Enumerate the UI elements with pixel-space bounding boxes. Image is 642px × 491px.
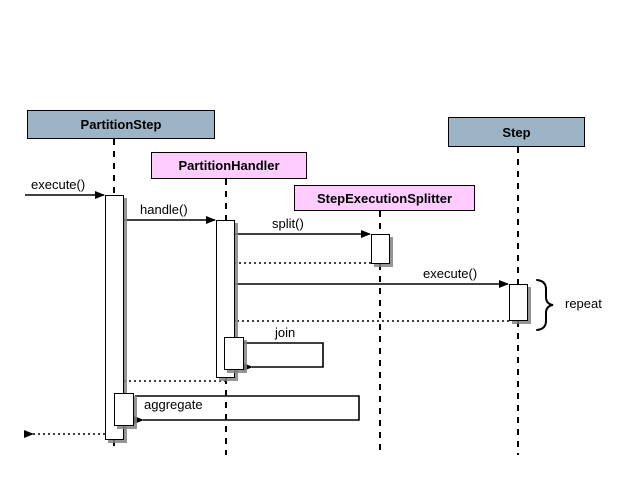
activation-partitionstep: [105, 195, 124, 440]
arrow-aggregate-self: [134, 395, 360, 424]
participant-partitionstep[interactable]: PartitionStep: [27, 110, 215, 139]
message-label-execute-step: execute(): [423, 266, 478, 281]
arrow-join-self: [243, 342, 324, 371]
message-label-split: split(): [272, 216, 304, 231]
message-label-join: join: [275, 325, 296, 340]
participant-partitionhandler[interactable]: PartitionHandler: [151, 152, 307, 179]
annotation-label-repeat: repeat: [565, 296, 602, 311]
participant-partitionstep-label: PartitionStep: [80, 117, 162, 132]
activation-stepexecutionsplitter: [371, 234, 390, 264]
participant-step-label: Step: [502, 124, 531, 140]
activation-partitionstep-aggregate: [114, 393, 134, 426]
message-label-handle: handle(): [140, 202, 188, 217]
repeat-brace-icon: [536, 279, 554, 331]
message-label-execute-in: execute(): [31, 177, 86, 192]
activation-step: [509, 284, 528, 321]
message-label-aggregate: aggregate: [144, 397, 203, 412]
participant-stepexecutionsplitter[interactable]: StepExecutionSplitter: [294, 185, 475, 211]
participant-step[interactable]: Step: [448, 117, 585, 147]
participant-partitionhandler-label: PartitionHandler: [178, 158, 280, 173]
activation-partitionhandler-join: [224, 337, 244, 370]
participant-stepexecutionsplitter-label: StepExecutionSplitter: [316, 190, 453, 206]
